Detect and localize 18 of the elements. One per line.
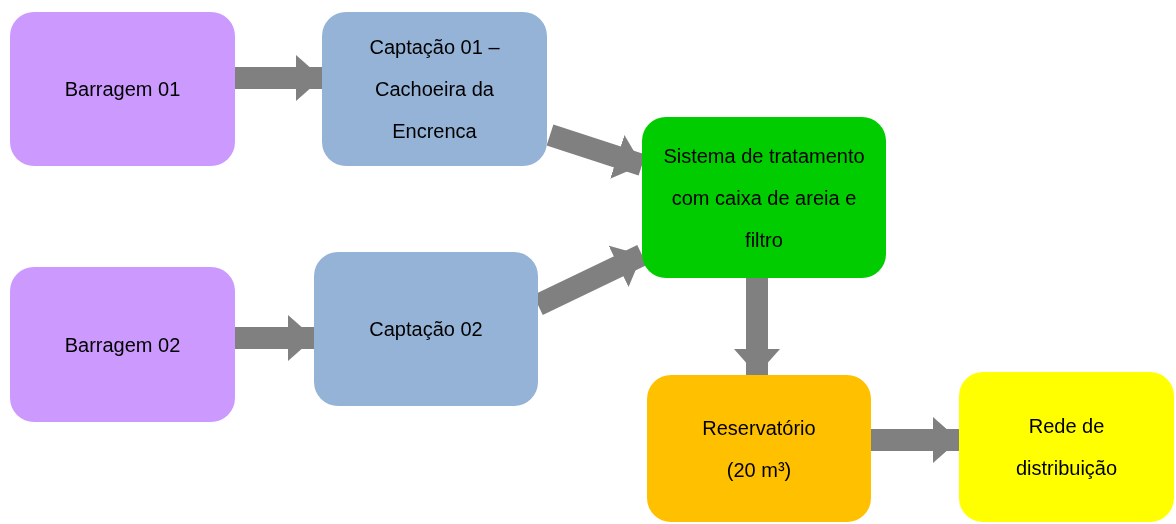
process-box: [959, 372, 1174, 522]
box-label: Barragem 02: [64, 332, 181, 358]
block-arrow: [734, 278, 780, 375]
box-label: Barragem 01: [64, 77, 181, 102]
box-label: Captação 02: [369, 317, 483, 342]
process-box: [10, 12, 235, 166]
process-box: [642, 117, 886, 278]
process-box: [322, 12, 547, 166]
box-label: Sistema de tratamento com caixa de areia e filtro: [662, 143, 866, 253]
block-arrow: [235, 315, 314, 361]
process-box: [314, 252, 538, 406]
process-box: [10, 267, 235, 422]
box-label: Captação 01 – Cachoeira da Encrenca: [368, 35, 501, 144]
process-box: [647, 375, 871, 522]
block-arrow: [235, 55, 322, 101]
box-label: Reservatório (20 m³): [701, 415, 817, 483]
box-label: Rede de distribuição: [1014, 414, 1119, 481]
block-arrow: [871, 417, 959, 463]
